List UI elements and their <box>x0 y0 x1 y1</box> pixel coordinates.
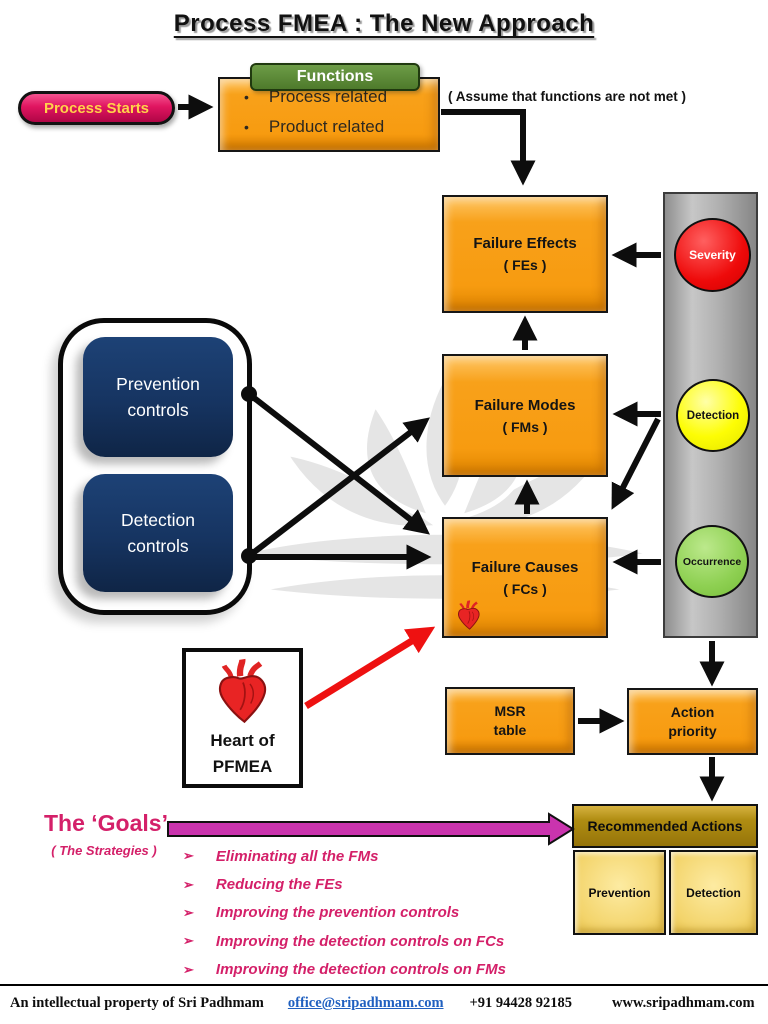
failure-effects-title: Failure Effects <box>473 235 577 252</box>
goal-bullet-icon: ➢ <box>183 933 194 949</box>
detection-controls-line1: Detection <box>121 509 195 530</box>
functions-header-tab: Functions <box>250 63 420 91</box>
failure-causes-subtitle: ( FCs ) <box>503 580 547 597</box>
severity-circle: Severity <box>674 218 751 292</box>
goal-bullet-icon: ➢ <box>183 876 194 892</box>
goal-bullet-icon: ➢ <box>183 848 194 864</box>
small-heart-icon <box>457 599 481 631</box>
footer-phone: +91 94428 92185 <box>469 995 573 1011</box>
goal-item-label: Improving the detection controls on FMs <box>215 961 506 979</box>
msr-title: MSR <box>494 703 526 720</box>
failure-modes-subtitle: ( FMs ) <box>502 418 548 435</box>
goal-item-label: Improving the prevention controls <box>215 904 460 922</box>
function-item-label: Process related <box>268 87 388 106</box>
recommended-actions-label: Recommended Actions <box>587 817 743 834</box>
goal-item: ➢ Reducing the FEs <box>183 870 603 898</box>
goals-to-recommended-arrow <box>167 812 575 846</box>
footer-email-link[interactable]: office@sripadhmam.com <box>287 995 444 1011</box>
function-item-label: Product related <box>268 117 385 136</box>
heart-of-pfmea-box: Heart of PFMEA <box>182 648 303 788</box>
msr-table-box: MSR table <box>445 687 575 755</box>
footer: An intellectual property of Sri Padhmam … <box>0 984 768 1012</box>
failure-effects-subtitle: ( FEs ) <box>503 257 547 273</box>
detection-controls-box: Detection controls <box>83 474 233 592</box>
action-priority-box: Action priority <box>627 688 758 755</box>
failure-causes-title: Failure Causes <box>471 558 579 576</box>
bullet-icon: • <box>244 119 249 135</box>
prevention-controls-box: Prevention controls <box>83 337 233 457</box>
recommended-prevention-label: Prevention <box>588 885 651 900</box>
detection-label: Detection <box>686 409 740 422</box>
assumption-note: ( Assume that functions are not met ) <box>448 89 687 104</box>
heart-box-line2: PFMEA <box>212 756 273 776</box>
goal-item: ➢ Improving the prevention controls <box>183 899 603 927</box>
goals-list: ➢ Eliminating all the FMs ➢ Reducing the… <box>183 842 603 984</box>
goal-item: ➢ Improving the detection controls on FM… <box>183 956 603 984</box>
goal-item: ➢ Improving the detection controls on FC… <box>183 927 603 955</box>
occurrence-circle: Occurrence <box>675 525 749 598</box>
severity-label: Severity <box>689 248 736 262</box>
recommended-prevention-box: Prevention <box>573 850 666 935</box>
msr-subtitle: table <box>493 722 527 738</box>
occurrence-label: Occurrence <box>682 555 742 568</box>
function-item: • Process related <box>244 82 387 112</box>
detection-controls-line2: controls <box>127 536 189 556</box>
action-priority-title: Action <box>670 703 715 720</box>
goals-title: The ‘Goals’ <box>44 810 168 836</box>
process-starts-pill: Process Starts <box>18 91 175 125</box>
goal-bullet-icon: ➢ <box>183 961 194 977</box>
prevention-controls-line1: Prevention <box>116 373 200 394</box>
page-title: Process FMEA : The New Approach <box>173 10 595 37</box>
process-starts-label: Process Starts <box>43 99 150 117</box>
goal-bullet-icon: ➢ <box>183 904 194 920</box>
goal-item-label: Improving the detection controls on FCs <box>215 932 505 950</box>
heart-box-line1: Heart of <box>210 731 275 750</box>
footer-website: www.sripadhmam.com <box>612 995 755 1011</box>
recommended-detection-label: Detection <box>686 885 741 900</box>
detection-circle: Detection <box>676 379 750 452</box>
failure-causes-box: Failure Causes ( FCs ) <box>442 517 608 638</box>
goal-item-label: Reducing the FEs <box>215 876 343 894</box>
arrow-heart-to-fc <box>304 626 436 709</box>
recommended-detection-box: Detection <box>669 850 758 935</box>
failure-modes-title: Failure Modes <box>474 396 576 414</box>
goals-subtitle: ( The Strategies ) <box>51 843 157 858</box>
function-item: • Product related <box>244 112 384 142</box>
bullet-icon: • <box>244 89 249 105</box>
goal-item-label: Eliminating all the FMs <box>215 847 379 865</box>
functions-header-label: Functions <box>296 68 374 85</box>
action-priority-subtitle: priority <box>668 722 717 739</box>
footer-owner-text: An intellectual property of Sri Padhmam <box>10 995 264 1011</box>
failure-modes-box: Failure Modes ( FMs ) <box>442 354 608 477</box>
heart-icon <box>207 658 279 728</box>
arrow-functions-to-failure-effects <box>441 109 536 186</box>
goal-item: ➢ Eliminating all the FMs <box>183 842 603 870</box>
failure-effects-box: Failure Effects ( FEs ) <box>442 195 608 313</box>
prevention-controls-line2: controls <box>127 400 189 420</box>
